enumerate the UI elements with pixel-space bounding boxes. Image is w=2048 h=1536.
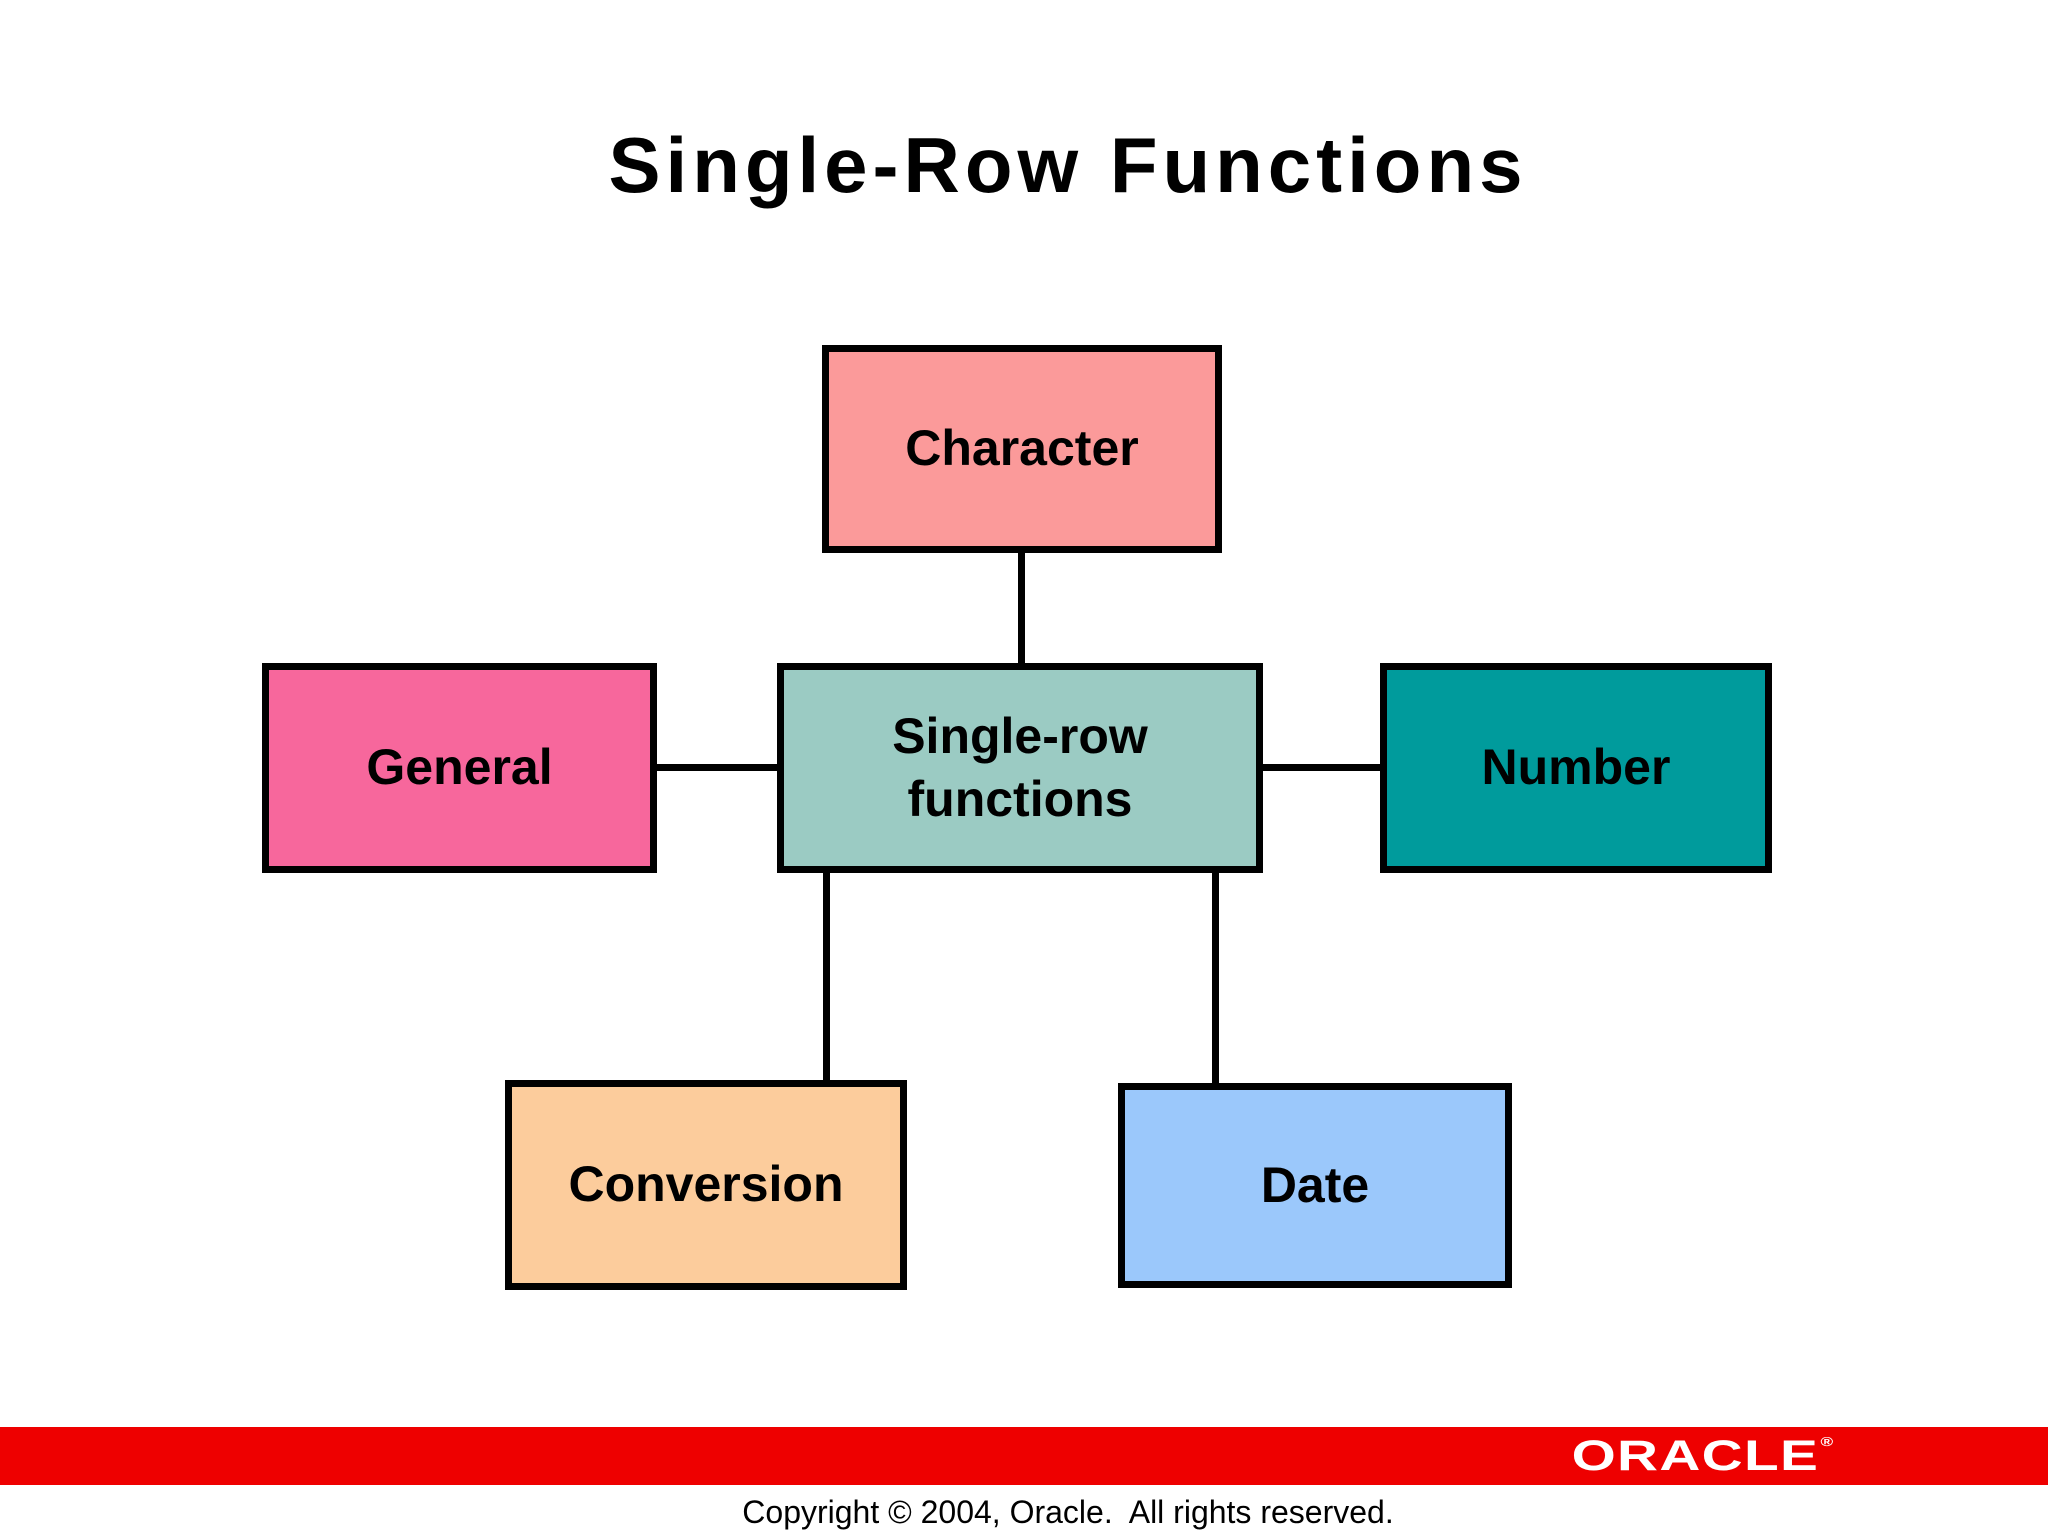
copyright-text: Copyright © 2004, Oracle. All rights res…: [742, 1494, 1394, 1530]
node-single-row-functions-label: Single-row functions: [892, 707, 1148, 828]
registered-trademark-icon: ®: [1820, 1433, 1835, 1449]
node-character-label: Character: [905, 420, 1139, 477]
footer-brand-bar: ORACLE®: [0, 1427, 2048, 1485]
node-date-label: Date: [1260, 1156, 1370, 1213]
oracle-logo-text: ORACLE: [1571, 1431, 1820, 1480]
node-general: General: [262, 663, 657, 873]
page-title: Single-Row Functions: [608, 121, 1528, 209]
connector-general-center: [657, 764, 777, 771]
connector-center-conversion: [823, 873, 830, 1080]
oracle-logo: ORACLE®: [1571, 1431, 1835, 1480]
connector-center-number: [1263, 764, 1380, 771]
node-conversion: Conversion: [505, 1080, 907, 1290]
connector-center-date: [1212, 873, 1219, 1083]
node-general-label: General: [366, 739, 553, 796]
node-date: Date: [1118, 1083, 1512, 1288]
node-number-label: Number: [1481, 739, 1671, 796]
node-conversion-label: Conversion: [568, 1156, 844, 1213]
node-single-row-functions: Single-row functions: [777, 663, 1263, 873]
node-character: Character: [822, 345, 1222, 553]
connector-character-center: [1018, 553, 1025, 665]
node-number: Number: [1380, 663, 1772, 873]
